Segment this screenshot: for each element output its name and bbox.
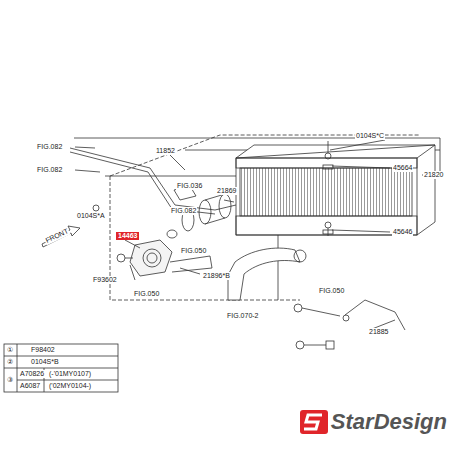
front-arrow-label: FRONT <box>44 227 71 245</box>
legend-table-cell: 0104S*B <box>30 358 60 366</box>
part-label: 21869 <box>216 187 237 195</box>
part-label: FIG.050 <box>133 290 160 298</box>
part-label: FIG.036 <box>176 182 203 190</box>
legend-table-cell: (-'01MY0107) <box>48 370 92 378</box>
part-label: 11852 <box>155 147 176 155</box>
part-label: 45646 <box>392 228 413 236</box>
part-label: FIG.082 <box>36 166 63 174</box>
legend-table-cell: ① <box>6 346 14 354</box>
part-label: FIG.082 <box>36 143 63 151</box>
legend-table-cell: F98402 <box>30 346 56 354</box>
part-label: 45664 <box>392 164 413 172</box>
legend-table-cell: A6087 <box>19 382 41 390</box>
legend-table-cell: A70826 <box>19 370 45 378</box>
highlighted-part-number: 14463 <box>116 232 139 240</box>
legend-table-cell: ③ <box>6 376 14 384</box>
part-label: FIG.070-2 <box>226 312 260 320</box>
part-label: 0104S*C <box>355 132 385 140</box>
part-label: 21820 <box>423 171 444 179</box>
logo-text: StarDesign <box>330 410 448 434</box>
part-label: 21885 <box>368 328 389 336</box>
part-label: FIG.082 <box>170 207 197 215</box>
legend-table-cell: ('02MY0104-) <box>48 382 92 390</box>
part-label: FIG.050 <box>318 287 345 295</box>
part-label: 0104S*A <box>76 212 106 220</box>
legend-table-cell: ② <box>6 358 14 366</box>
part-label: FIG.050 <box>180 247 207 255</box>
part-label: F93602 <box>92 276 118 284</box>
part-label: 21896*B <box>202 272 231 280</box>
